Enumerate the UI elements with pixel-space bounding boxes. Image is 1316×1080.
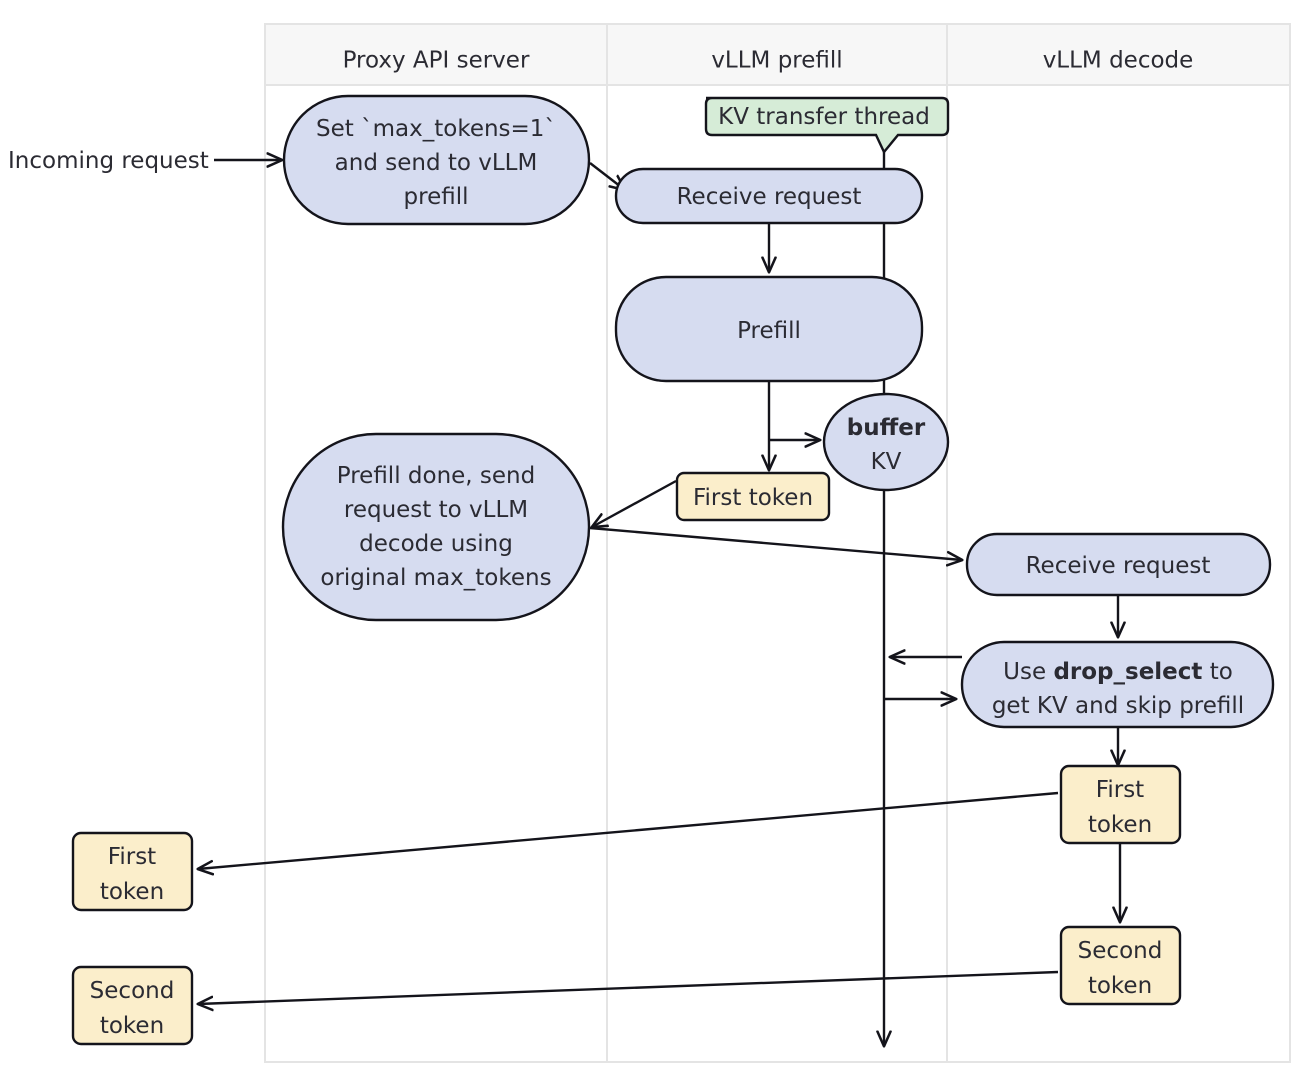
node-prefill[interactable]: Prefill: [614, 275, 924, 383]
drop-select-prefix: Use: [1003, 659, 1053, 685]
node-kv-transfer-thread-shape[interactable]: [704, 96, 950, 155]
node-prefill-done-line-1: request to vLLM: [344, 497, 528, 523]
node-prefill-done[interactable]: Prefill done, send request to vLLM decod…: [281, 432, 591, 622]
node-decode-second-token-line-1: token: [1088, 973, 1152, 999]
node-decode-first-token-line-0: First: [1096, 777, 1144, 803]
node-set-max-tokens-line-0: Set `max_tokens=1`: [316, 116, 556, 142]
incoming-request-label: Incoming request: [8, 148, 209, 174]
node-prefill-receive-request-label: Receive request: [677, 184, 862, 210]
node-prefill-done-shape[interactable]: [281, 432, 591, 622]
node-proxy-second-token[interactable]: Second token: [71, 965, 194, 1046]
node-buffer-kv-shape[interactable]: [822, 392, 950, 492]
node-decode-first-token-line-1: token: [1088, 812, 1152, 838]
node-decode-receive-request[interactable]: Receive request: [965, 532, 1272, 597]
node-proxy-second-token-shape[interactable]: [71, 965, 194, 1046]
node-kv-transfer-thread-label: KV transfer thread: [718, 104, 930, 130]
node-set-max-tokens-line-1: and send to vLLM: [335, 150, 538, 176]
node-prefill-done-line-3: original max_tokens: [320, 565, 551, 591]
node-proxy-first-token[interactable]: First token: [71, 831, 194, 912]
node-prefill-first-token-shape[interactable]: [675, 471, 831, 522]
incoming-request-group: Incoming request: [8, 148, 282, 174]
drop-select-keyword: drop_select: [1053, 659, 1202, 685]
node-buffer-kv[interactable]: buffer KV: [822, 392, 950, 492]
node-decode-second-token[interactable]: Second token: [1059, 925, 1182, 1006]
node-kv-transfer-thread[interactable]: KV transfer thread: [704, 96, 950, 155]
lane-titles: Proxy API server vLLM prefill vLLM decod…: [343, 48, 1194, 74]
node-prefill-first-token-label: First token: [693, 485, 813, 511]
node-decode-second-token-line-0: Second: [1078, 938, 1163, 964]
node-prefill-first-token[interactable]: First token: [675, 471, 831, 522]
lane-header-band: [265, 24, 1290, 85]
node-prefill-done-line-0: Prefill done, send: [337, 463, 535, 489]
edge-first-token-to-prefill-done: [592, 479, 677, 527]
edge-decode-first-token-to-proxy-first-token: [198, 791, 1059, 869]
node-set-max-tokens[interactable]: Set `max_tokens=1` and send to vLLM pref…: [282, 94, 591, 226]
node-decode-receive-request-label: Receive request: [1026, 553, 1211, 579]
edge-prefill-done-to-decode-receive-request: [589, 526, 962, 560]
swimlane-frame: [264, 23, 1291, 1063]
node-proxy-first-token-shape[interactable]: [71, 831, 194, 912]
node-proxy-first-token-line-0: First: [108, 844, 156, 870]
node-prefill-label: Prefill: [737, 318, 801, 344]
node-prefill-done-line-2: decode using: [359, 531, 513, 557]
node-decode-second-token-shape[interactable]: [1059, 925, 1182, 1006]
lane-frame-outline: [264, 23, 1291, 1063]
node-buffer-kv-line-1: KV: [871, 449, 902, 475]
node-set-max-tokens-line-2: prefill: [404, 184, 469, 210]
node-buffer-kv-line-0: buffer: [847, 415, 926, 441]
lane-title-decode: vLLM decode: [1043, 48, 1194, 74]
node-drop-select[interactable]: Use drop_select to get KV and skip prefi…: [960, 640, 1275, 729]
lane-title-prefill: vLLM prefill: [711, 48, 842, 74]
drop-select-suffix: to: [1202, 659, 1232, 685]
node-decode-first-token[interactable]: First token: [1059, 764, 1182, 845]
node-prefill-receive-request[interactable]: Receive request: [614, 167, 924, 225]
edge-decode-second-token-to-proxy-second-token: [198, 970, 1059, 1004]
lane-title-proxy: Proxy API server: [343, 48, 530, 74]
node-proxy-first-token-line-1: token: [100, 879, 164, 905]
node-drop-select-line-0: Use drop_select to: [1003, 659, 1233, 685]
node-set-max-tokens-shape[interactable]: [282, 94, 591, 226]
node-proxy-second-token-line-0: Second: [90, 978, 175, 1004]
node-proxy-second-token-line-1: token: [100, 1013, 164, 1039]
node-drop-select-line-1: get KV and skip prefill: [992, 693, 1244, 719]
